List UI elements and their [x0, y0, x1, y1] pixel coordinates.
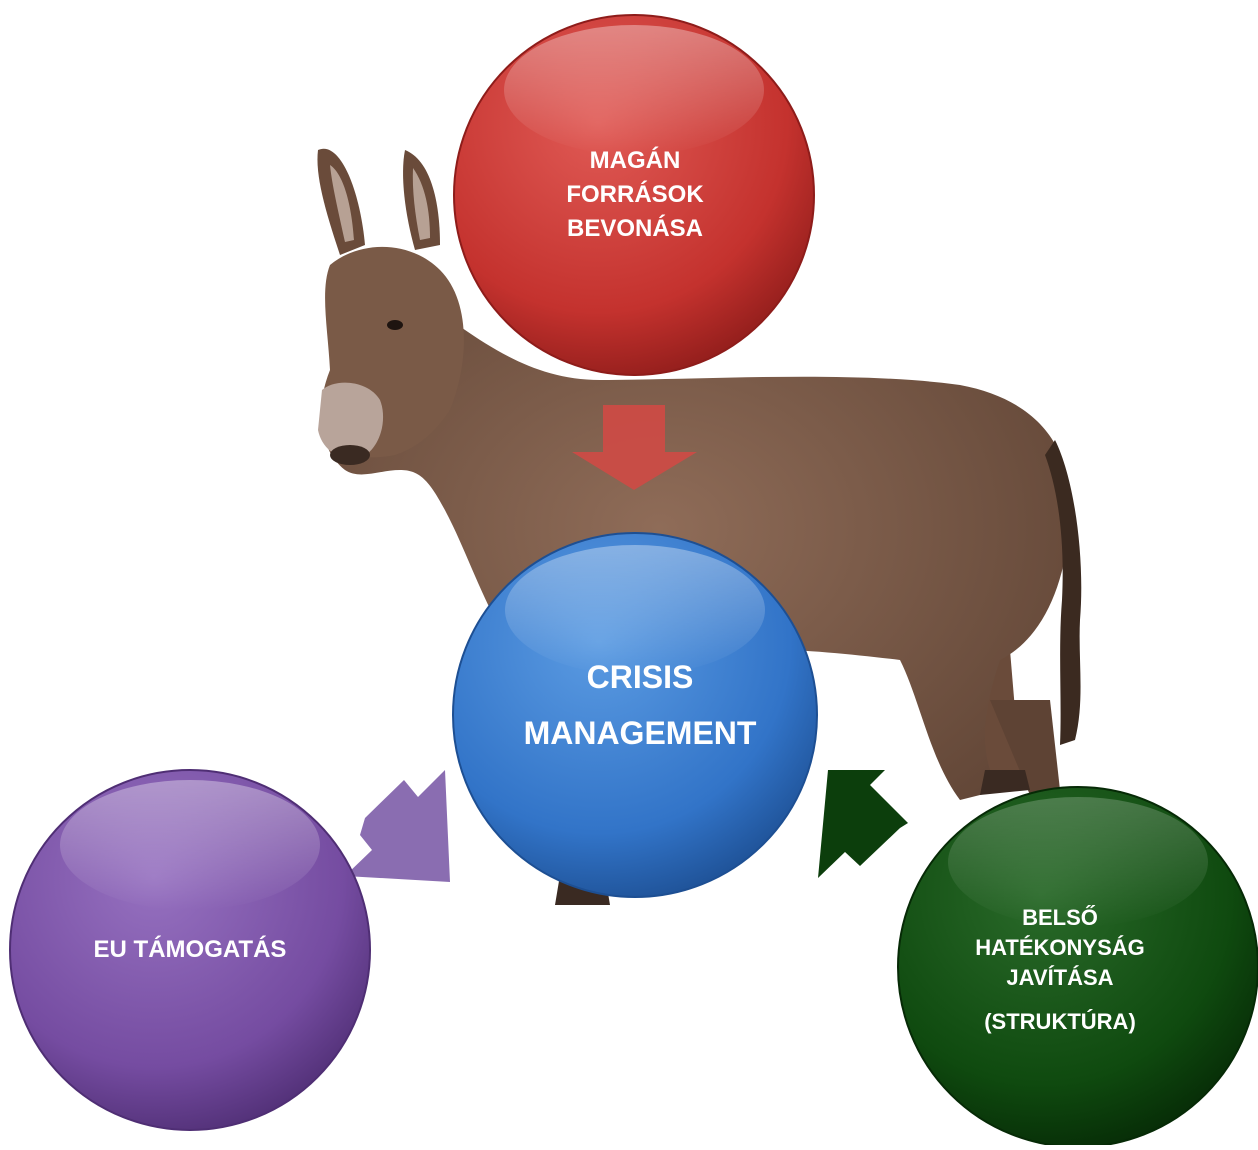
arrow-left — [345, 770, 450, 882]
node-top-circle — [453, 14, 815, 376]
arrow-top — [572, 405, 697, 490]
node-right-circle — [897, 786, 1258, 1148]
arrow-right — [818, 770, 908, 878]
node-left-circle — [9, 769, 371, 1131]
node-center-circle — [452, 532, 818, 898]
